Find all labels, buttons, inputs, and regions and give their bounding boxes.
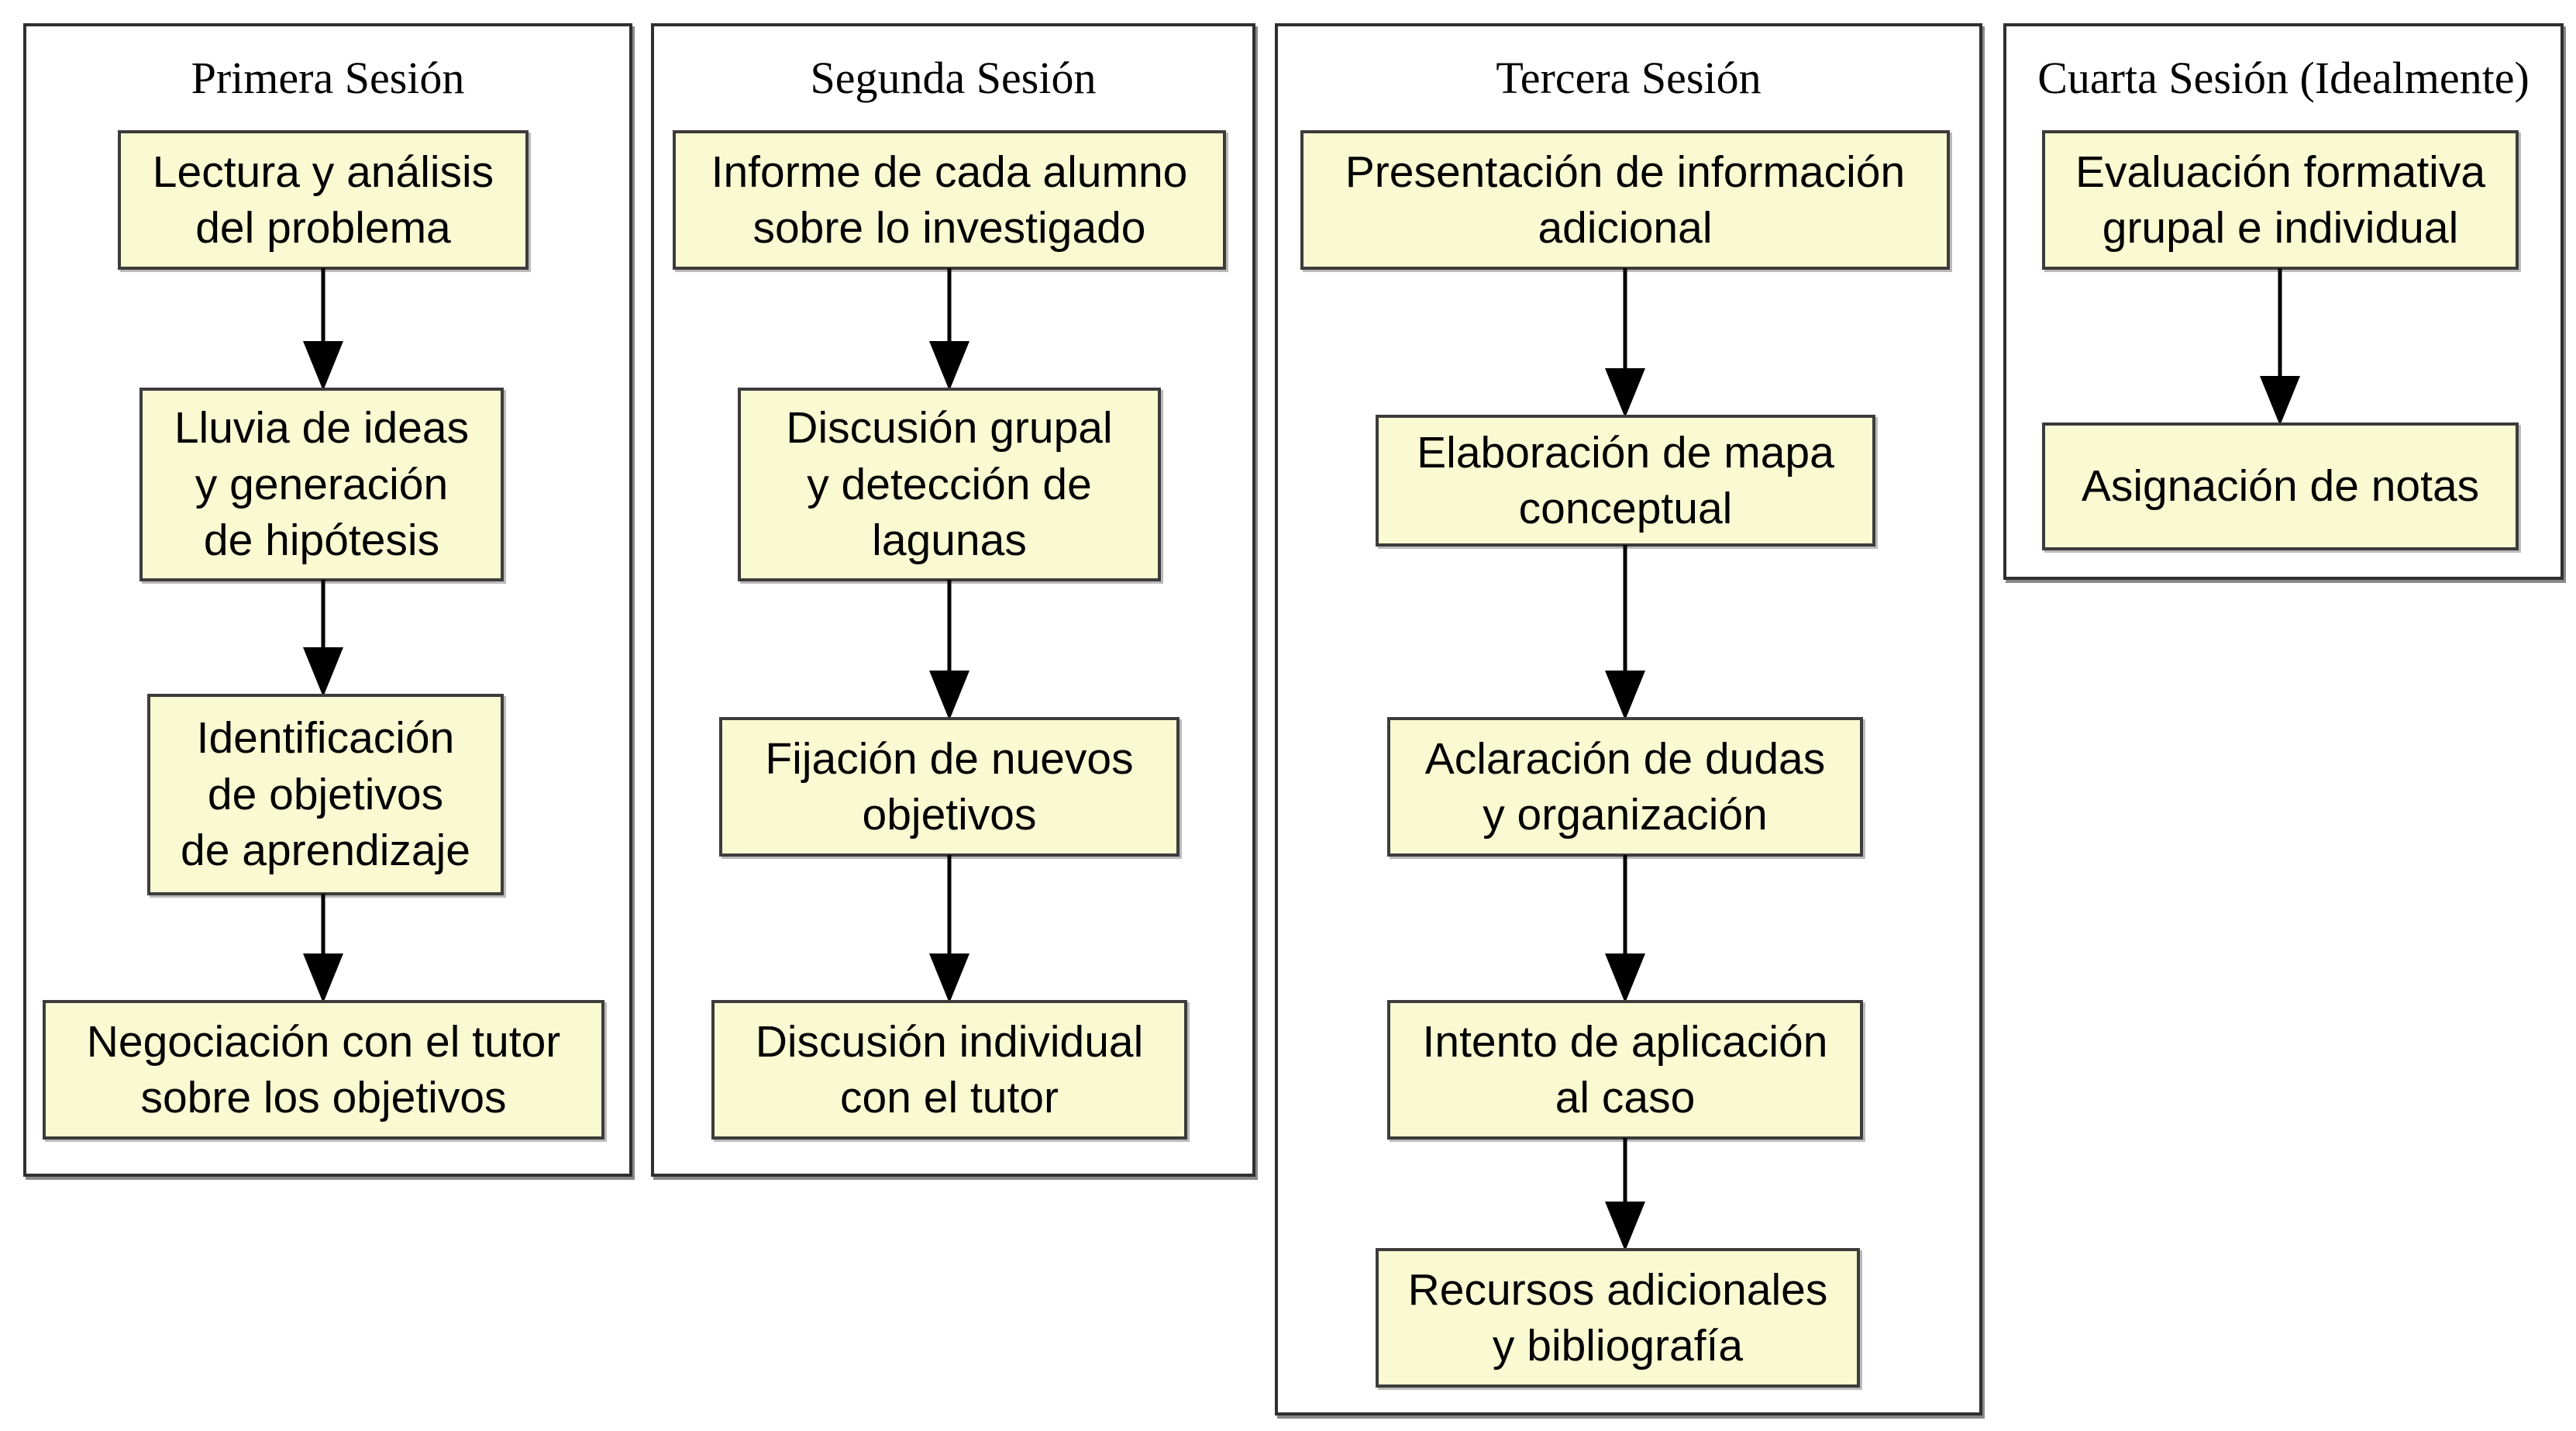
- session-title: Tercera Sesión: [1496, 53, 1762, 103]
- down-arrow: [303, 580, 343, 697]
- arrow-head-icon: [1605, 671, 1645, 720]
- arrow-line: [1623, 545, 1627, 672]
- arrow-head-icon: [929, 671, 969, 720]
- arrow-line: [947, 855, 952, 955]
- down-arrow: [1605, 268, 1645, 418]
- flow-box-aclaracion-dudas: Aclaración de dudas y organización: [1387, 717, 1863, 857]
- session-title: Cuarta Sesión (Idealmente): [2037, 53, 2530, 103]
- flow-box-negociacion-tutor: Negociación con el tutor sobre los objet…: [43, 1000, 604, 1140]
- flow-box-lluvia-ideas: Lluvia de ideas y generación de hipótesi…: [139, 388, 504, 581]
- flow-box-asignacion-notas: Asignación de notas: [2042, 422, 2519, 550]
- arrow-head-icon: [1605, 368, 1645, 418]
- flow-box-presentacion-informacion: Presentación de información adicional: [1300, 130, 1950, 270]
- flow-box-identificacion-objetivos: Identificación de objetivos de aprendiza…: [147, 694, 504, 895]
- arrow-line: [947, 268, 952, 343]
- flow-box-lectura-analisis: Lectura y análisis del problema: [118, 130, 529, 270]
- arrow-line: [321, 580, 325, 649]
- down-arrow: [303, 268, 343, 391]
- arrow-line: [321, 268, 325, 343]
- flow-box-discusion-individual: Discusión individual con el tutor: [711, 1000, 1187, 1140]
- arrow-head-icon: [303, 341, 343, 391]
- arrow-head-icon: [303, 647, 343, 697]
- flow-box-mapa-conceptual: Elaboración de mapa conceptual: [1376, 415, 1875, 547]
- session-title: Primera Sesión: [191, 53, 465, 103]
- arrow-head-icon: [1605, 953, 1645, 1003]
- arrow-line: [321, 894, 325, 955]
- flow-box-intento-aplicacion: Intento de aplicación al caso: [1387, 1000, 1863, 1140]
- down-arrow: [929, 580, 969, 720]
- arrow-line: [947, 580, 952, 672]
- arrow-line: [2278, 268, 2282, 378]
- arrow-head-icon: [1605, 1202, 1645, 1251]
- down-arrow: [1605, 545, 1645, 720]
- arrow-head-icon: [2260, 376, 2300, 426]
- down-arrow: [929, 855, 969, 1003]
- down-arrow: [1605, 1138, 1645, 1251]
- down-arrow: [303, 894, 343, 1003]
- arrow-head-icon: [929, 953, 969, 1003]
- arrow-line: [1623, 268, 1627, 370]
- down-arrow: [2260, 268, 2300, 426]
- flow-box-informe-alumno: Informe de cada alumno sobre lo investig…: [673, 130, 1226, 270]
- flow-box-evaluacion-formativa: Evaluación formativa grupal e individual: [2042, 130, 2519, 270]
- arrow-head-icon: [303, 953, 343, 1003]
- arrow-line: [1623, 1138, 1627, 1203]
- flow-box-discusion-grupal: Discusión grupal y detección de lagunas: [738, 388, 1161, 581]
- arrow-head-icon: [929, 341, 969, 391]
- arrow-line: [1623, 855, 1627, 955]
- session-title: Segunda Sesión: [810, 53, 1097, 103]
- down-arrow: [1605, 855, 1645, 1003]
- flow-box-fijacion-objetivos: Fijación de nuevos objetivos: [719, 717, 1180, 857]
- down-arrow: [929, 268, 969, 391]
- flow-box-recursos-adicionales: Recursos adicionales y bibliografía: [1376, 1248, 1860, 1388]
